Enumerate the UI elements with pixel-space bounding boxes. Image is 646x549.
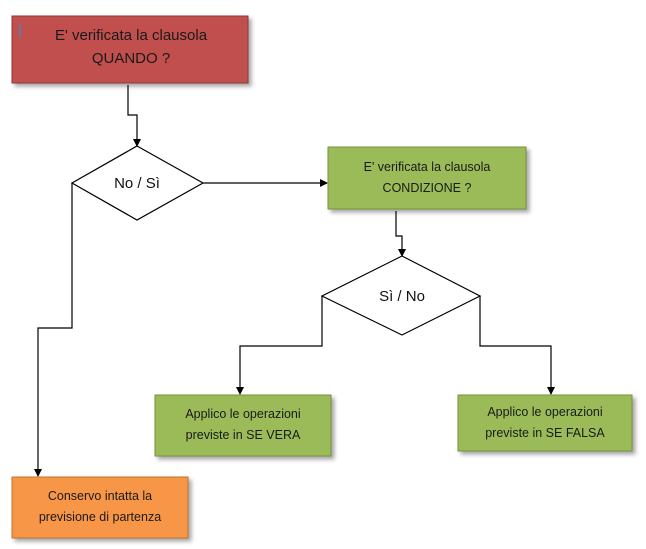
condizione-line2: CONDIZIONE ? <box>383 181 472 195</box>
condizione-line1: E' verificata la clausola <box>364 160 491 174</box>
conservo-line2: previsione di partenza <box>39 510 161 524</box>
se-vera-box: Applico le operazioni previste in SE VER… <box>154 394 332 457</box>
connector-decision-to-se-vera <box>236 296 323 395</box>
decision-quando-shape <box>70 145 205 221</box>
condizione-box: E' verificata la clausola CONDIZIONE ? <box>327 146 527 210</box>
decision-condizione-shape <box>320 255 482 336</box>
se-falsa-box-shape <box>457 394 633 452</box>
conservo-line1: Conservo intatta la <box>48 489 152 503</box>
se-falsa-line2: previste in SE FALSA <box>485 426 605 440</box>
se-falsa-box: Applico le operazioni previste in SE FAL… <box>457 394 633 452</box>
conservo-box-shape <box>11 476 189 539</box>
connector-quando-to-decision <box>127 85 141 147</box>
decision-condizione-label: Sì / No <box>379 288 425 305</box>
se-falsa-line1: Applico le operazioni <box>487 405 602 419</box>
se-vera-box-shape <box>154 394 332 457</box>
connector-decision-to-conservo <box>34 183 73 477</box>
connectors <box>34 85 555 477</box>
condizione-box-shape <box>327 146 527 210</box>
connector-decision-to-se-falsa <box>479 296 555 395</box>
quando-box: E' verificata la clausola QUANDO ? <box>11 15 249 84</box>
decision-quando: No / Sì <box>70 145 205 221</box>
se-vera-line2: previste in SE VERA <box>186 428 301 442</box>
decision-quando-label: No / Sì <box>114 175 160 192</box>
quando-line2: QUANDO ? <box>92 50 170 67</box>
decision-condizione: Sì / No <box>320 255 482 336</box>
conservo-box: Conservo intatta la previsione di parten… <box>11 476 189 539</box>
se-vera-line1: Applico le operazioni <box>185 407 300 421</box>
connector-condizione-to-decision <box>395 211 406 257</box>
quando-box-shape <box>11 15 249 84</box>
quando-line1: E' verificata la clausola <box>55 27 208 44</box>
